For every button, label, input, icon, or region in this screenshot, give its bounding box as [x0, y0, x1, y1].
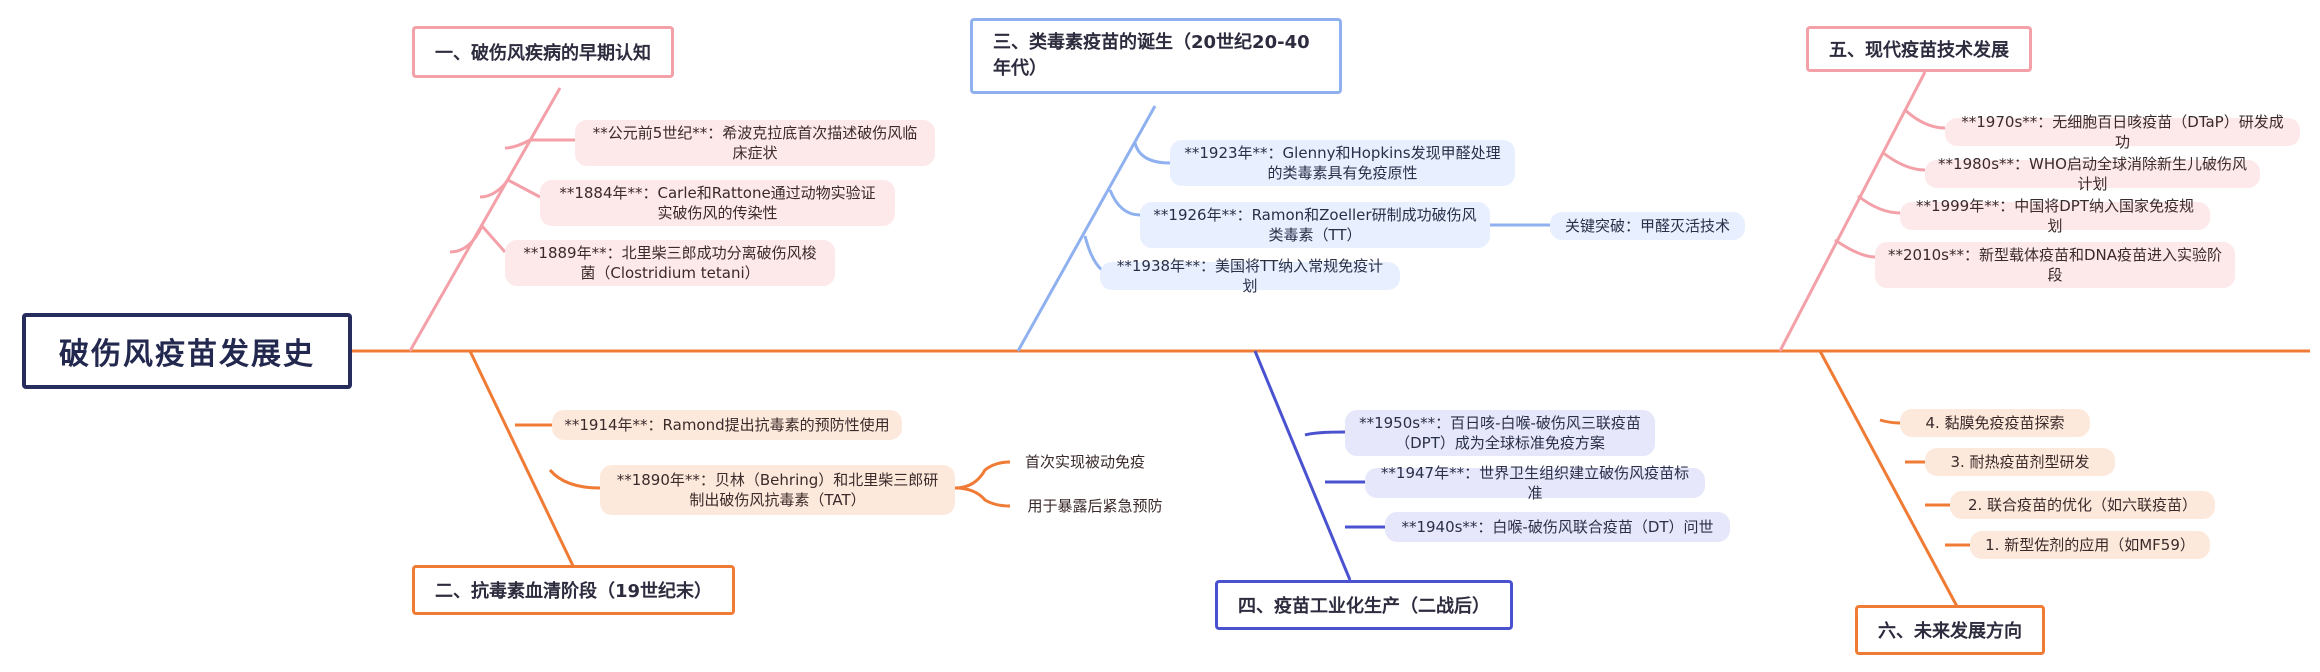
branch-1-lines	[408, 87, 575, 352]
branch-1-item-2[interactable]: **1884年**：Carle和Rattone通过动物实验证实破伤风的传染性	[540, 180, 895, 226]
branch-4-item-2[interactable]: **1947年**：世界卫生组织建立破伤风疫苗标准	[1365, 464, 1705, 502]
branch-6-title[interactable]: 六、未来发展方向	[1855, 605, 2045, 655]
branch-5-item-4[interactable]: **2010s**：新型载体疫苗和DNA疫苗进入实验阶段	[1875, 242, 2235, 288]
branch-4-title[interactable]: 四、疫苗工业化生产（二战后）	[1215, 580, 1513, 630]
branch-1-title[interactable]: 一、破伤风疾病的早期认知	[412, 26, 674, 78]
branch-6-lines	[1818, 350, 1970, 613]
branch-5-item-3[interactable]: **1999年**：中国将DPT纳入国家免疫规划	[1900, 197, 2210, 235]
branch-2-sub-2[interactable]: 用于暴露后紧急预防	[1027, 497, 1163, 515]
branch-5-item-2[interactable]: **1980s**：WHO启动全球消除新生儿破伤风计划	[1925, 155, 2260, 193]
branch-5-item-1[interactable]: **1970s**：无细胞百日咳疫苗（DTaP）研发成功	[1945, 113, 2300, 151]
root-title[interactable]: 破伤风疫苗发展史	[22, 313, 352, 389]
branch-2-lines	[468, 350, 1011, 571]
branch-6-item-2[interactable]: 3. 耐热疫苗剂型研发	[1925, 448, 2115, 476]
branch-6-item-1[interactable]: 4. 黏膜免疫疫苗探索	[1900, 409, 2090, 437]
branch-6-item-3[interactable]: 2. 联合疫苗的优化（如六联疫苗）	[1950, 491, 2215, 519]
branch-3-sub-1[interactable]: 关键突破：甲醛灭活技术	[1550, 212, 1745, 240]
branch-2-sub-1[interactable]: 首次实现被动免疫	[1024, 453, 1145, 471]
branch-5-lines	[1778, 71, 1946, 352]
branch-1-item-3[interactable]: **1889年**：北里柴三郎成功分离破伤风梭菌（Clostridium tet…	[505, 240, 835, 286]
branch-2-item-2[interactable]: **1890年**：贝林（Behring）和北里柴三郎研制出破伤风抗毒素（TAT…	[600, 465, 955, 515]
branch-4-item-1[interactable]: **1950s**：百日咳-白喉-破伤风三联疫苗（DPT）成为全球标准免疫方案	[1345, 410, 1655, 456]
branch-4-lines	[1253, 350, 1385, 581]
branch-1-item-1[interactable]: **公元前5世纪**：希波克拉底首次描述破伤风临床症状	[575, 120, 935, 166]
branch-5-title[interactable]: 五、现代疫苗技术发展	[1806, 26, 2032, 72]
branch-2-title[interactable]: 二、抗毒素血清阶段（19世纪末）	[412, 565, 736, 615]
branch-3-item-2[interactable]: **1926年**：Ramon和Zoeller研制成功破伤风类毒素（TT）	[1140, 202, 1490, 248]
branch-3-title[interactable]: 三、类毒素疫苗的诞生（20世纪20-40年代）	[970, 18, 1342, 94]
branch-4-item-3[interactable]: **1940s**：白喉-破伤风联合疫苗（DT）问世	[1385, 512, 1730, 542]
branch-3-item-1[interactable]: **1923年**：Glenny和Hopkins发现甲醛处理的类毒素具有免疫原性	[1170, 140, 1515, 186]
branch-3-item-3[interactable]: **1938年**：美国将TT纳入常规免疫计划	[1100, 257, 1400, 295]
branch-6-item-4[interactable]: 1. 新型佐剂的应用（如MF59）	[1970, 531, 2210, 559]
branch-2-item-1[interactable]: **1914年**：Ramond提出抗毒素的预防性使用	[552, 410, 902, 440]
